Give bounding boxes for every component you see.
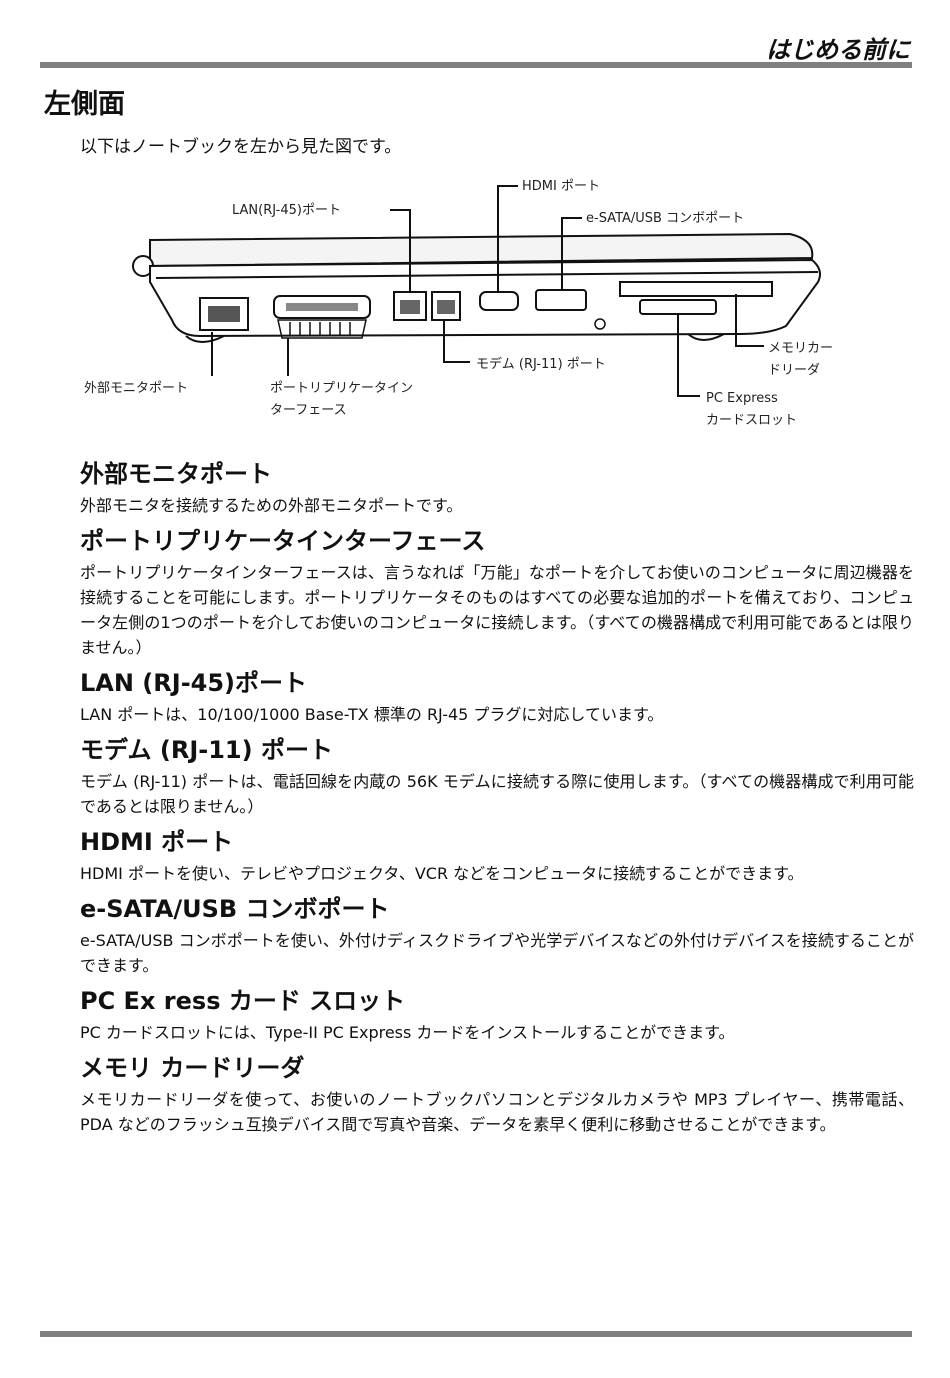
callout-replicator: ポートリプリケータインターフェース xyxy=(270,381,413,418)
section-body: e-SATA/USB コンボポートを使い、外付けディスクドライブや光学デバイスな… xyxy=(80,931,914,975)
callout-lines xyxy=(211,185,764,397)
section-esata-usb: e-SATA/USB コンボポート e-SATA/USB コンボポートを使い、外… xyxy=(80,890,914,978)
esata-port-icon xyxy=(535,289,587,311)
top-rule xyxy=(40,62,912,68)
section-external-monitor: 外部モニタポート 外部モニタを接続するための外部モニタポートです。 xyxy=(80,455,914,518)
callout-monitor: 外部モニタポート xyxy=(84,381,188,396)
section-modem: モデム (RJ-11) ポート モデム (RJ-11) ポートは、電話回線を内蔵… xyxy=(80,731,914,819)
page-title: 左側面 xyxy=(44,89,125,120)
vga-port-icon xyxy=(199,297,249,331)
section-heading: e-SATA/USB コンボポート xyxy=(80,895,390,923)
lan-port-icon xyxy=(393,291,427,321)
callout-modem: モデム (RJ-11) ポート xyxy=(476,356,606,372)
modem-port-icon xyxy=(431,291,461,321)
section-heading: 外部モニタポート xyxy=(80,460,272,488)
laptop-left-side-diagram: LAN(RJ-45)ポート HDMI ポート e-SATA/USB コンボポート… xyxy=(84,179,833,428)
section-body: 外部モニタを接続するための外部モニタポートです。 xyxy=(80,496,463,515)
section-lan: LAN (RJ-45)ポート LAN ポートは、10/100/1000 Base… xyxy=(80,664,914,727)
callout-esata: e-SATA/USB コンボポート xyxy=(586,211,744,226)
section-heading: LAN (RJ-45)ポート xyxy=(80,669,308,697)
pc-express-slot-icon xyxy=(639,299,717,315)
section-memory-card-reader: メモリ カードリーダ メモリカードリーダを使って、お使いのノートブックパソコンと… xyxy=(80,1049,914,1137)
section-list: 外部モニタポート 外部モニタを接続するための外部モニタポートです。 ポートリプリ… xyxy=(80,455,914,1141)
section-heading: PC Ex ress カード スロット xyxy=(80,987,406,1015)
callout-memory: メモリカードリーダ xyxy=(768,341,833,378)
indicator-icon xyxy=(594,318,606,330)
callout-hdmi: HDMI ポート xyxy=(522,179,600,194)
section-hdmi: HDMI ポート HDMI ポートを使い、テレビやプロジェクタ、VCR などをコ… xyxy=(80,823,914,886)
section-heading: ポートリプリケータインターフェース xyxy=(80,527,486,555)
section-heading: HDMI ポート xyxy=(80,828,234,856)
section-body: PC カードスロットには、Type-II PC Express カードをインスト… xyxy=(80,1023,735,1042)
bottom-rule xyxy=(40,1331,912,1337)
section-body: モデム (RJ-11) ポートは、電話回線を内蔵の 56K モデムに接続する際に… xyxy=(80,772,914,816)
replicator-port-icon xyxy=(273,295,371,339)
section-body: ポートリプリケータインターフェースは、言うなれば「万能」なポートを介してお使いの… xyxy=(80,563,914,657)
callout-lan: LAN(RJ-45)ポート xyxy=(232,203,341,218)
header-title: はじめる前に xyxy=(766,36,910,64)
section-port-replicator: ポートリプリケータインターフェース ポートリプリケータインターフェースは、言うな… xyxy=(80,522,914,660)
section-heading: モデム (RJ-11) ポート xyxy=(80,736,333,764)
intro-text: 以下はノートブックを左から見た図です。 xyxy=(80,137,402,157)
section-pc-express: PC Ex ress カード スロット PC カードスロットには、Type-II… xyxy=(80,982,914,1045)
section-body: LAN ポートは、10/100/1000 Base-TX 標準の RJ-45 プ… xyxy=(80,705,664,724)
section-body: HDMI ポートを使い、テレビやプロジェクタ、VCR などをコンピュータに接続す… xyxy=(80,864,804,883)
section-heading: メモリ カードリーダ xyxy=(80,1054,305,1082)
hdmi-port-icon xyxy=(479,291,519,311)
section-body: メモリカードリーダを使って、お使いのノートブックパソコンとデジタルカメラや MP… xyxy=(80,1090,914,1134)
memory-card-slot-icon xyxy=(619,281,773,297)
